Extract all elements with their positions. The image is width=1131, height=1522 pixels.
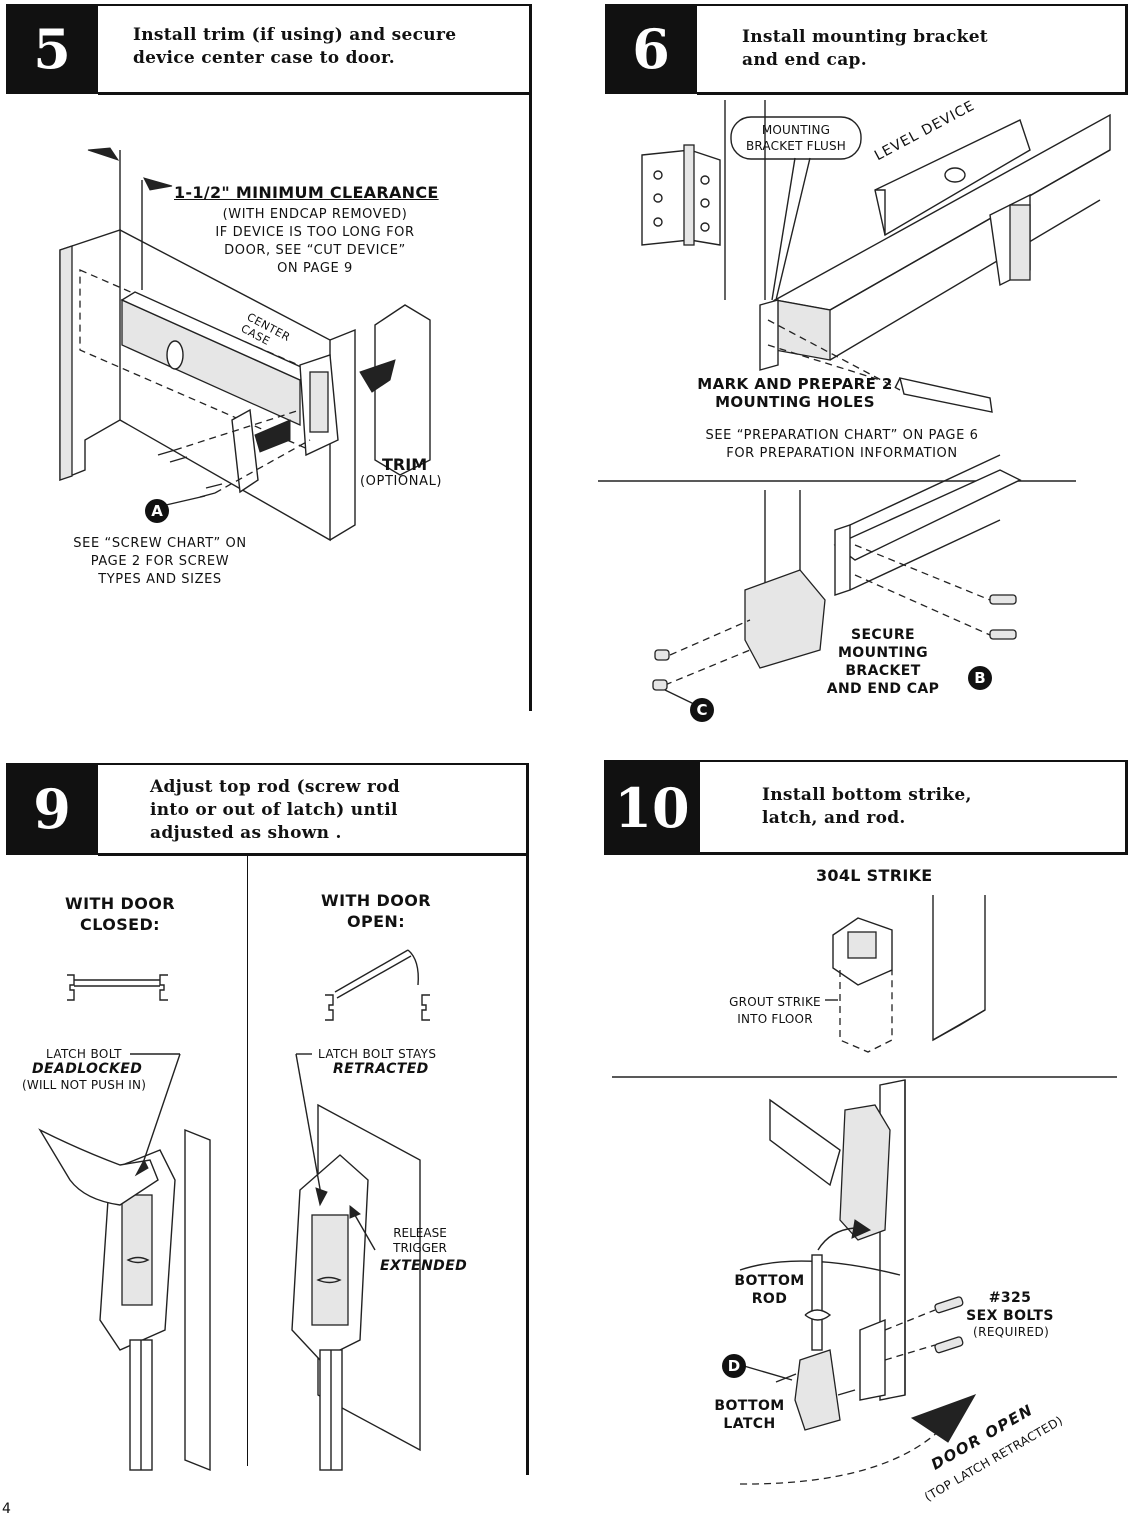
marker-c: C (690, 698, 714, 722)
trim-optional-label: (OPTIONAL) (360, 474, 443, 489)
secure-label: SECURE MOUNTING BRACKET AND END CAP (826, 627, 940, 697)
bracket-flush-label: MOUNTING BRACKET FLUSH (745, 123, 847, 153)
will-not-label: (WILL NOT PUSH IN) (22, 1078, 147, 1092)
stays-label: LATCH BOLT STAYS (318, 1047, 437, 1061)
step-10-number: 10 (604, 760, 700, 855)
mark-prepare-label: MARK AND PREPARE 2 MOUNTING HOLES (697, 375, 893, 411)
step-6-title: Install mounting bracket and end cap. (742, 27, 988, 70)
deadlocked-label: DEADLOCKED (32, 1061, 143, 1077)
step-10-title: Install bottom strike, latch, and rod. (762, 785, 972, 828)
open-heading: WITH DOOR OPEN: (321, 891, 431, 931)
sex-bolts-label: #325 SEX BOLTS (966, 1290, 1054, 1324)
clearance-note: (WITH ENDCAP REMOVED) IF DEVICE IS TOO L… (215, 207, 415, 276)
step-6-illustration (598, 100, 1111, 706)
required-label: (REQUIRED) (973, 1325, 1050, 1339)
step-9-number: 9 (6, 763, 98, 855)
marker-d: D (722, 1354, 746, 1378)
step-5-title: Install trim (if using) and secure devic… (133, 25, 457, 68)
latch-bolt-label: LATCH BOLT (46, 1047, 122, 1061)
retracted-label: RETRACTED (333, 1061, 429, 1077)
grout-label: GROUT STRIKE INTO FLOOR (729, 995, 821, 1026)
page-number: 4 (2, 1501, 11, 1517)
marker-a: A (145, 499, 169, 523)
closed-heading: WITH DOOR CLOSED: (65, 894, 175, 934)
step-6-number: 6 (605, 4, 697, 94)
strike-heading: 304L STRIKE (816, 866, 933, 885)
bottom-latch-label: BOTTOM LATCH (714, 1398, 785, 1432)
bottom-rod-label: BOTTOM ROD (734, 1273, 805, 1307)
step-5-illustration (59, 147, 431, 542)
step-5-number: 5 (6, 4, 98, 94)
screw-chart-note: SEE “SCREW CHART” ON PAGE 2 FOR SCREW TY… (73, 536, 247, 587)
step-9-title: Adjust top rod (screw rod into or out of… (150, 777, 400, 843)
trim-label: TRIM (382, 455, 428, 474)
extended-label: EXTENDED (380, 1258, 468, 1274)
clearance-label: 1-1/2" MINIMUM CLEARANCE (174, 183, 439, 202)
release-trigger-label: RELEASE TRIGGER (393, 1226, 447, 1255)
marker-b: B (968, 666, 992, 690)
step-9-illustration (38, 949, 430, 1472)
preparation-note: SEE “PREPARATION CHART” ON PAGE 6 FOR PR… (705, 428, 979, 461)
